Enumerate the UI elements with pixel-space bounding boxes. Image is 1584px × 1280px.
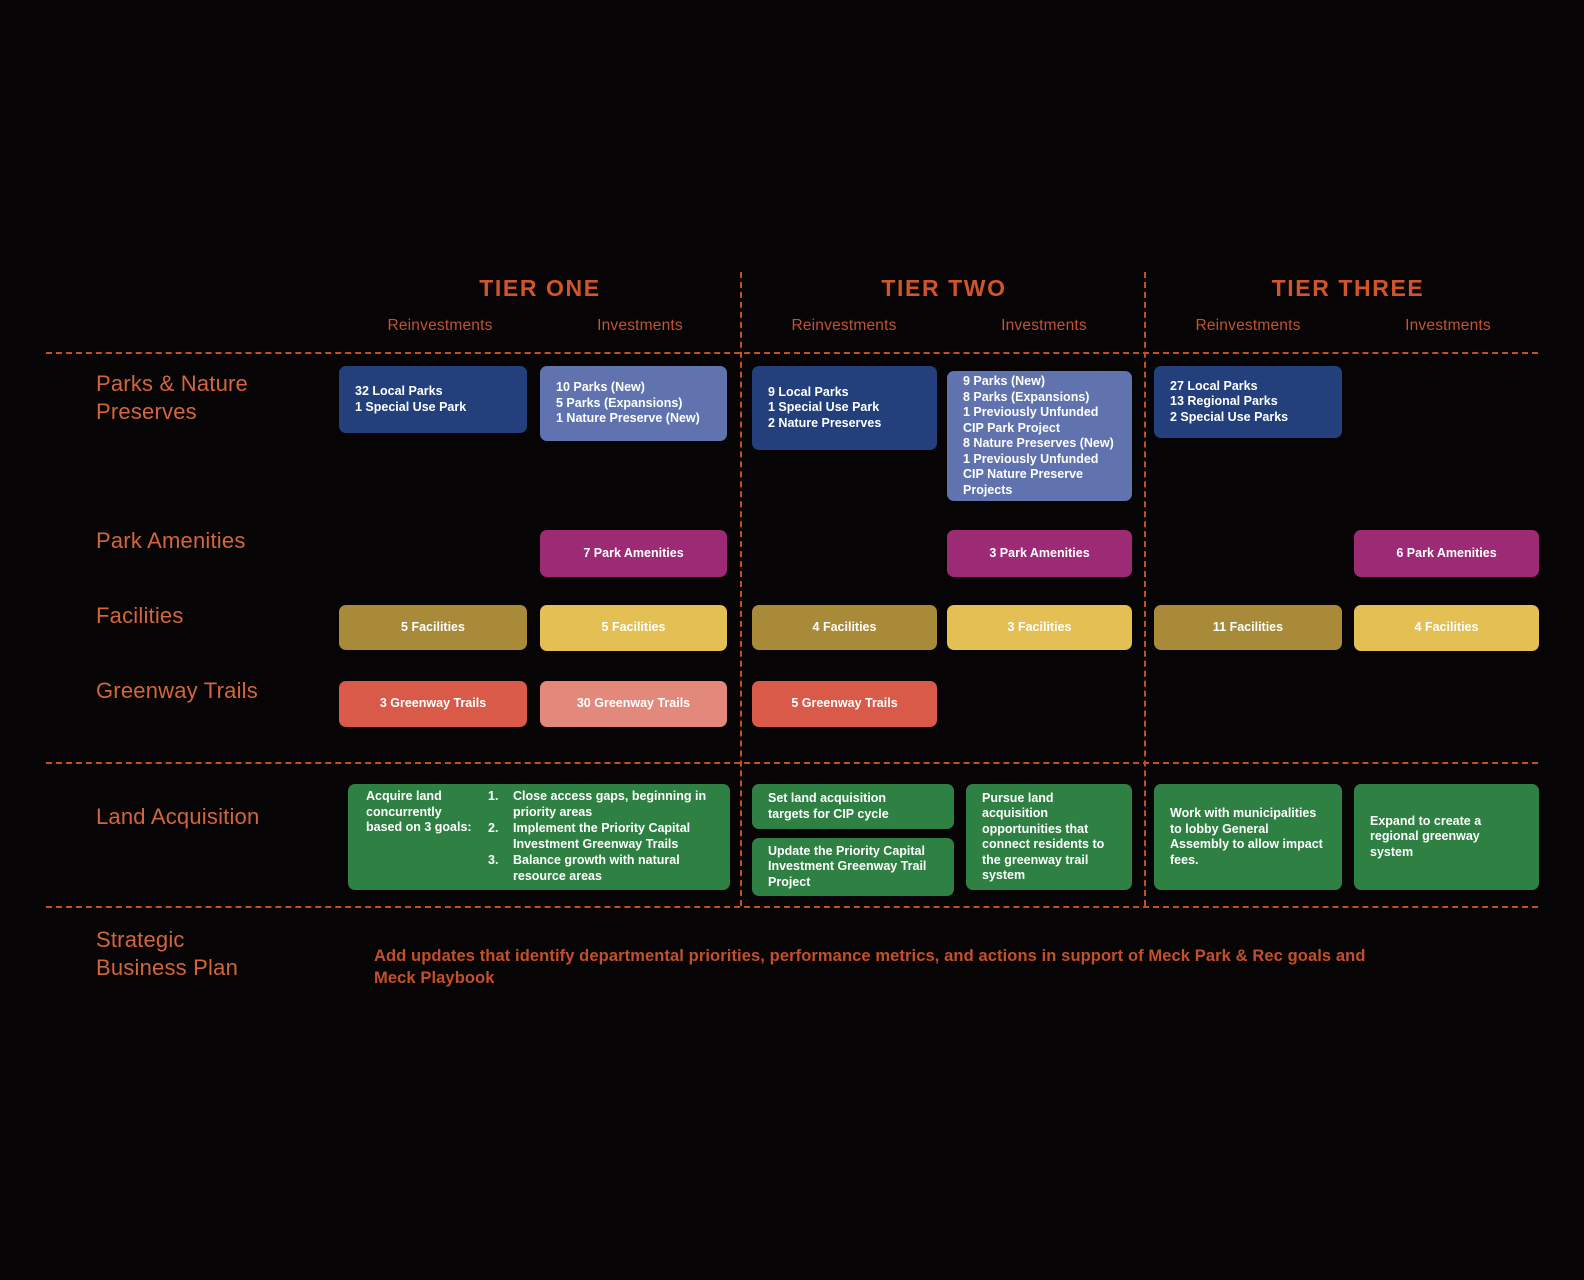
row-label-parks-nature-preserves: Parks & Nature Preserves [96,371,248,424]
tier-three-investments-label: Investments [1405,317,1491,334]
card-text: 11 Facilities [1212,619,1284,634]
card-text: 3 Park Amenities [989,545,1090,560]
card-land-tier-two-reinvestments-targets[interactable]: Set land acquisition targets for CIP cyc… [752,784,954,829]
card-parks-tier-two-investments[interactable]: 9 Parks (New) 8 Parks (Expansions) 1 Pre… [947,371,1132,501]
card-land-tier-two-reinvestments-update[interactable]: Update the Priority Capital Investment G… [752,838,954,896]
divider-land-acquisition [46,762,1538,764]
card-text: 10 Parks (New) 5 Parks (Expansions) 1 Na… [556,380,700,426]
row-label-land-acquisition: Land Acquisition [96,804,260,829]
card-greenway-tier-two-reinvestments[interactable]: 5 Greenway Trails [752,681,937,727]
divider-strategic-plan [46,906,1538,908]
land-goal-item: Implement the Priority Capital Investmen… [488,821,691,851]
card-text: 9 Local Parks 1 Special Use Park 2 Natur… [768,384,882,430]
card-facilities-tier-one-investments[interactable]: 5 Facilities [540,605,727,651]
card-facilities-tier-two-reinvestments[interactable]: 4 Facilities [752,605,937,650]
card-text: Update the Priority Capital Investment G… [768,843,927,889]
card-text: 3 Facilities [1007,619,1072,634]
tier-one-reinvestments-label: Reinvestments [387,317,493,334]
divider-tier-one-two [740,272,742,906]
strategic-business-plan-note: Add updates that identify departmental p… [374,947,1366,987]
tier-headers: TIER ONE Reinvestments Investments TIER … [340,272,1550,350]
card-text: 32 Local Parks 1 Special Use Park [355,384,467,414]
card-text: 5 Facilities [401,619,465,634]
card-text: Pursue land acquisition opportunities th… [982,790,1105,883]
card-text: Work with municipalities to lobby Genera… [1170,806,1323,867]
card-text: 3 Greenway Trails [379,696,487,711]
row-label-greenway-trails: Greenway Trails [96,678,258,703]
card-land-tier-one[interactable]: Acquire land concurrently based on 3 goa… [348,784,730,890]
card-text: 4 Facilities [1414,620,1479,635]
tier-three-title: TIER THREE [1271,275,1425,301]
card-text: 7 Park Amenities [583,545,684,560]
card-parks-tier-two-reinvestments[interactable]: 9 Local Parks 1 Special Use Park 2 Natur… [752,366,937,450]
row-label-park-amenities: Park Amenities [96,528,246,553]
card-land-tier-two-investments[interactable]: Pursue land acquisition opportunities th… [966,784,1132,890]
tier-header-two: TIER TWO Reinvestments Investments [744,272,1144,350]
card-amenities-tier-one-investments[interactable]: 7 Park Amenities [540,530,727,577]
tier-two-investments-label: Investments [1001,317,1087,334]
card-facilities-tier-three-reinvestments[interactable]: 11 Facilities [1154,605,1342,650]
card-text: 27 Local Parks 13 Regional Parks 2 Speci… [1170,378,1289,424]
card-text: 30 Greenway Trails [576,696,691,711]
divider-tier-two-three [1144,272,1146,906]
card-amenities-tier-two-investments[interactable]: 3 Park Amenities [947,530,1132,577]
card-text: 6 Park Amenities [1396,545,1497,560]
card-parks-tier-one-investments[interactable]: 10 Parks (New) 5 Parks (Expansions) 1 Na… [540,366,727,441]
row-label-facilities: Facilities [96,603,184,628]
tier-three-reinvestments-label: Reinvestments [1195,317,1301,334]
tier-one-investments-label: Investments [597,317,683,334]
card-land-tier-three-investments[interactable]: Expand to create a regional greenway sys… [1354,784,1539,890]
divider-top [46,352,1538,354]
tier-two-reinvestments-label: Reinvestments [791,317,897,334]
card-text: 5 Greenway Trails [791,696,898,711]
card-facilities-tier-two-investments[interactable]: 3 Facilities [947,605,1132,650]
card-parks-tier-three-reinvestments[interactable]: 27 Local Parks 13 Regional Parks 2 Speci… [1154,366,1342,438]
card-parks-tier-one-reinvestments[interactable]: 32 Local Parks 1 Special Use Park [339,366,527,433]
card-amenities-tier-three-investments[interactable]: 6 Park Amenities [1354,530,1539,577]
card-greenway-tier-one-investments[interactable]: 30 Greenway Trails [540,681,727,727]
card-greenway-tier-one-reinvestments[interactable]: 3 Greenway Trails [339,681,527,727]
tier-header-three: TIER THREE Reinvestments Investments [1148,272,1548,350]
tier-one-title: TIER ONE [479,275,601,301]
card-land-tier-three-reinvestments[interactable]: Work with municipalities to lobby Genera… [1154,784,1342,890]
card-text: 9 Parks (New) 8 Parks (Expansions) 1 Pre… [963,374,1114,497]
land-goal-item: Close access gaps, beginning in priority… [488,789,707,819]
land-goals-list: Close access gaps, beginning in priority… [488,789,712,885]
row-label-strategic-business-plan: Strategic Business Plan [96,927,239,980]
tier-header-one: TIER ONE Reinvestments Investments [340,272,740,350]
card-text: 5 Facilities [601,620,666,635]
land-goals-lead: Acquire land concurrently based on 3 goa… [366,789,472,834]
land-goal-item: Balance growth with natural resource are… [488,853,680,883]
card-facilities-tier-one-reinvestments[interactable]: 5 Facilities [339,605,527,650]
card-text: Set land acquisition targets for CIP cyc… [768,791,889,821]
tier-two-title: TIER TWO [881,275,1007,301]
card-text: Expand to create a regional greenway sys… [1370,813,1482,859]
card-text: 4 Facilities [812,619,877,634]
card-facilities-tier-three-investments[interactable]: 4 Facilities [1354,605,1539,651]
